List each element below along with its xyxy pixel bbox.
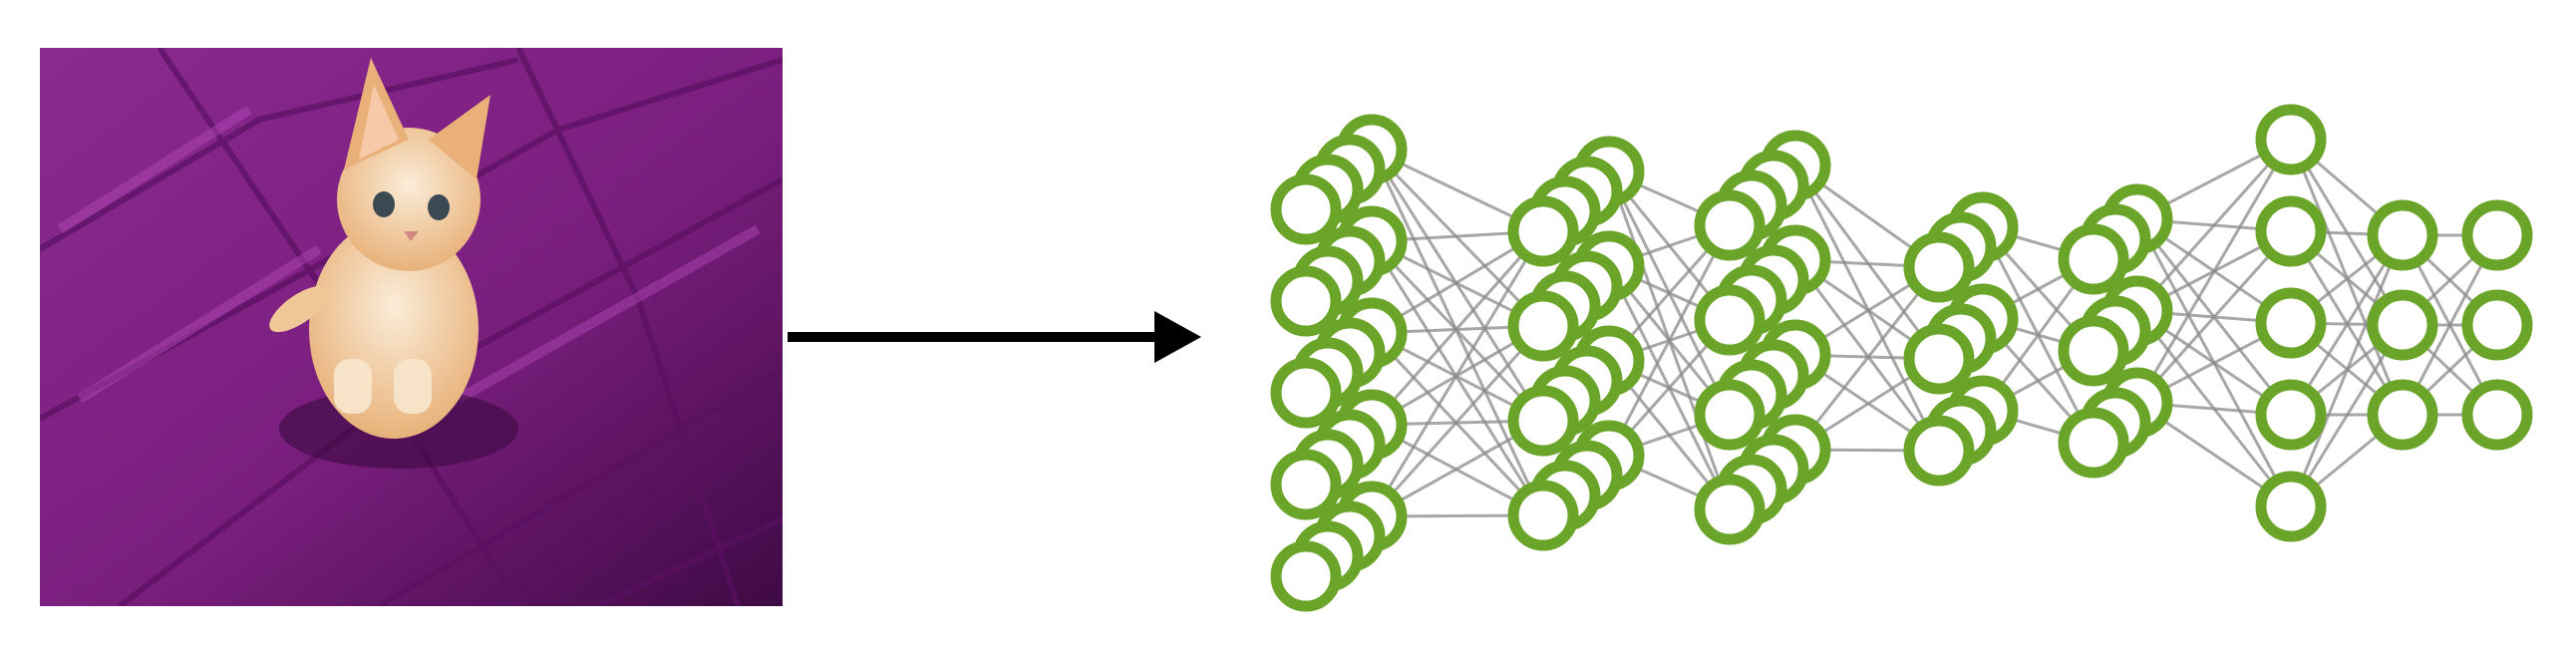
network-connection: [1370, 324, 1545, 518]
blanket-highlights: [57, 105, 761, 404]
neuron-layer-8: [2461, 379, 2533, 451]
network-connection: [1607, 224, 1732, 457]
neuron-layer-1: [1270, 357, 1342, 429]
kitten-tail: [269, 285, 329, 333]
kitten-head: [337, 128, 481, 271]
neuron-layer-5: [2058, 223, 2129, 295]
neuron-layer-3: [1694, 284, 1766, 356]
neuron-layer-1: [1270, 449, 1342, 520]
kitten-photo: [40, 48, 783, 606]
neuron-layer-3: [1694, 474, 1766, 545]
network-connection: [2289, 324, 2405, 507]
kitten: [269, 58, 518, 469]
network-neurons: [1270, 104, 2533, 612]
neuron-layer-7: [2367, 379, 2438, 451]
kitten-ear-right: [429, 95, 490, 179]
neuron-layer-6: [2255, 195, 2327, 267]
kitten-leg-right: [394, 359, 432, 414]
neuron-layer-6: [2255, 287, 2327, 359]
neuron-layer-2: [1507, 290, 1579, 362]
network-connection: [2135, 139, 2293, 404]
neuron-layer-5: [2058, 315, 2129, 387]
neuron-layer-7: [2367, 289, 2438, 361]
network-connection: [1370, 230, 1545, 426]
neuron-layer-8: [2461, 289, 2533, 361]
kitten-eye-right: [428, 194, 450, 220]
network-connection: [1370, 230, 1545, 517]
neuron-layer-2: [1507, 385, 1579, 457]
neuron-layer-5: [2058, 407, 2129, 479]
neuron-layer-4: [1903, 231, 1975, 303]
kitten-eye-left: [373, 191, 395, 217]
neuron-layer-2: [1507, 195, 1579, 267]
kitten-leg-left: [334, 359, 372, 414]
neuron-layer-4: [1903, 323, 1975, 395]
network-connection: [1793, 266, 1941, 451]
arrow-head: [1154, 311, 1201, 363]
neuron-layer-6: [2255, 379, 2327, 451]
neuron-layer-6: [2255, 104, 2327, 175]
neuron-layer-2: [1507, 480, 1579, 551]
neuron-layer-8: [2461, 199, 2533, 271]
neuron-layer-4: [1903, 415, 1975, 487]
network-connection: [2135, 229, 2293, 405]
neuron-layer-1: [1270, 173, 1342, 245]
neuron-layer-3: [1694, 189, 1766, 261]
neuron-layer-3: [1694, 379, 1766, 451]
network-connection: [2289, 234, 2405, 507]
neuron-layer-7: [2367, 199, 2438, 271]
arrow: [788, 311, 1201, 363]
kitten-ear-inner: [359, 85, 399, 160]
neuron-layer-6: [2255, 471, 2327, 542]
neuron-layer-1: [1270, 540, 1342, 612]
neuron-layer-1: [1270, 265, 1342, 337]
network-connection: [2135, 138, 2293, 313]
kitten-nose: [404, 231, 419, 241]
